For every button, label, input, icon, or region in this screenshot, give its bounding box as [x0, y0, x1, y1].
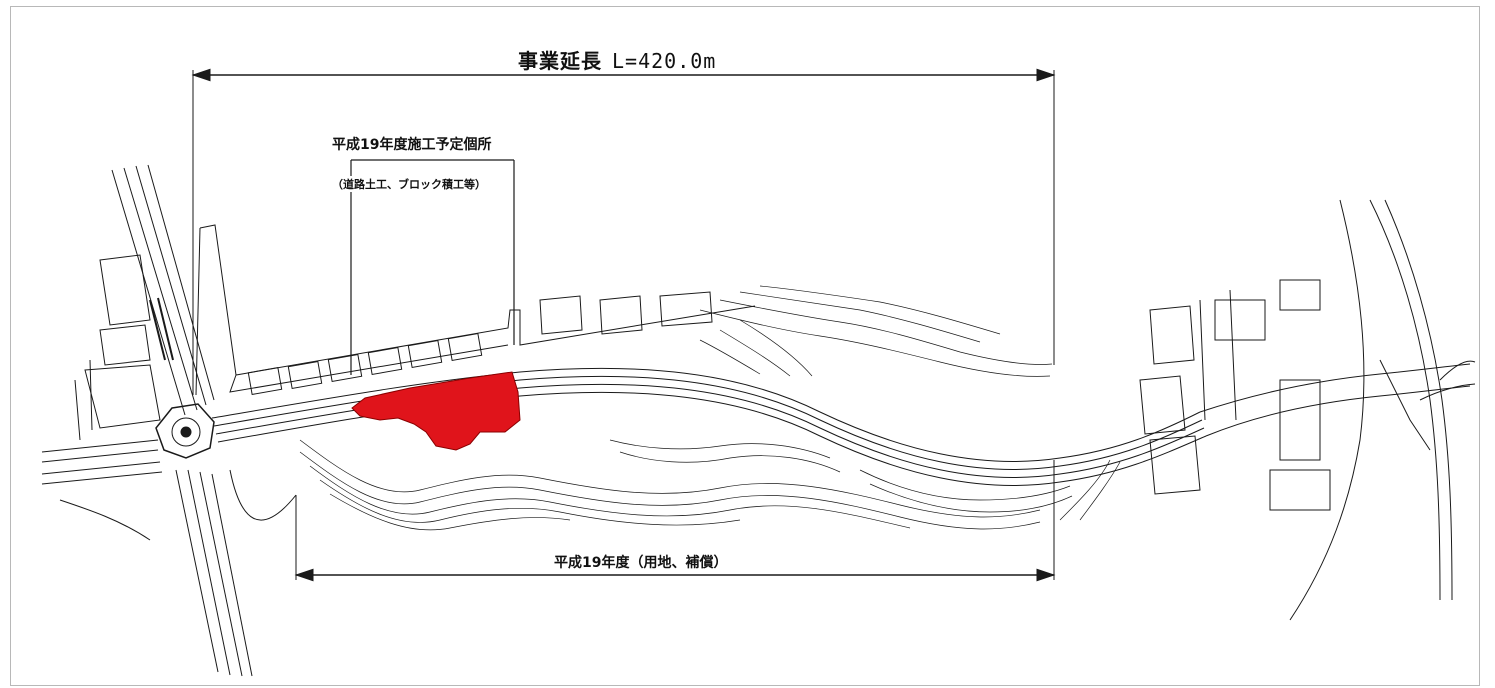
west-road	[41, 439, 163, 485]
project-length-heading: 事業延長	[518, 49, 602, 73]
project-length-title: 事業延長 L=420.0m	[512, 45, 723, 74]
project-length-value: L=420.0m	[612, 49, 717, 73]
south-frontage	[59, 359, 297, 541]
planned-construction-detail: （道路土工、ブロック積工等）	[330, 176, 488, 192]
north-parcels	[84, 224, 756, 429]
contours	[299, 285, 1121, 531]
east-parcels	[1139, 199, 1476, 621]
drawing-frame	[10, 6, 1480, 686]
planned-construction-area	[351, 371, 521, 451]
planned-construction-leader	[350, 159, 515, 375]
cross-road	[111, 164, 253, 677]
roundabout	[155, 403, 215, 459]
project-length-dimension	[191, 68, 1056, 395]
planned-construction-label: 平成19年度施工予定個所	[330, 134, 494, 154]
land-compensation-dimension	[294, 460, 1056, 582]
main-road	[211, 363, 1471, 486]
land-compensation-label: 平成19年度（用地、補償）	[548, 552, 734, 572]
